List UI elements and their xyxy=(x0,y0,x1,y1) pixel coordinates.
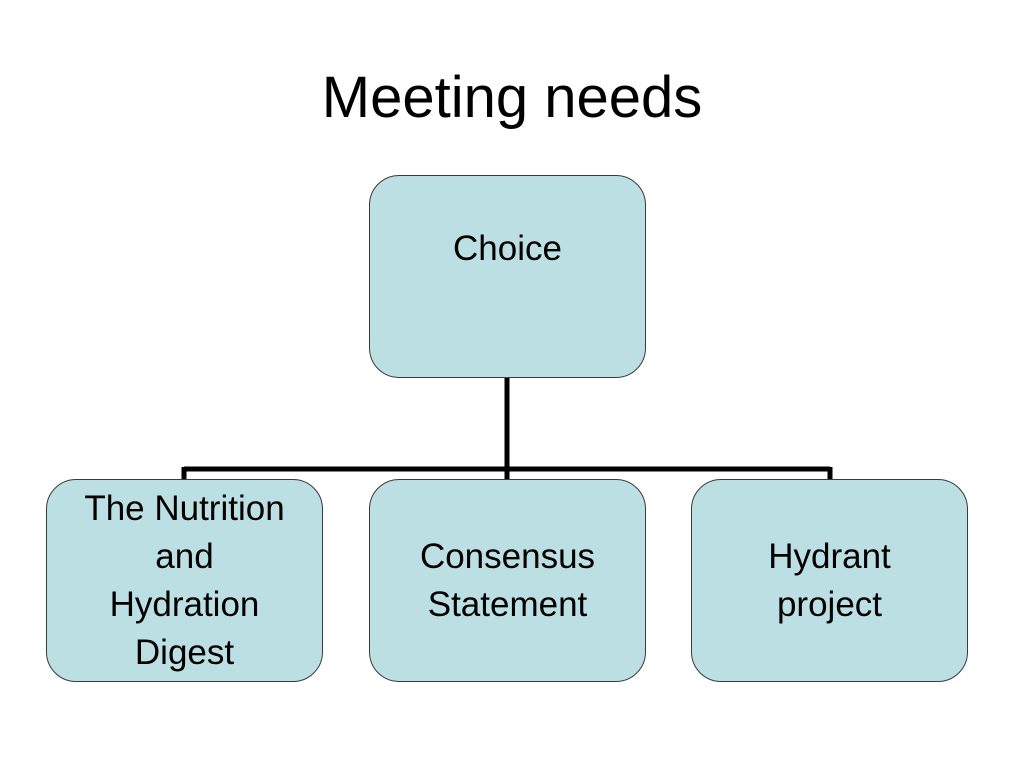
node-consensus-statement: Consensus Statement xyxy=(369,479,646,682)
node-consensus-statement-label: Consensus Statement xyxy=(419,536,596,624)
node-choice-label: Choice xyxy=(453,228,562,268)
slide-title: Meeting needs xyxy=(321,65,703,130)
node-choice: Choice xyxy=(369,175,646,378)
node-nutrition-hydration-digest: The Nutrition and Hydration Digest xyxy=(46,479,323,682)
node-hydrant-project: Hydrant project xyxy=(691,479,968,682)
node-nutrition-hydration-digest-label: The Nutrition and Hydration Digest xyxy=(84,488,285,672)
node-hydrant-project-label: Hydrant project xyxy=(768,536,891,624)
